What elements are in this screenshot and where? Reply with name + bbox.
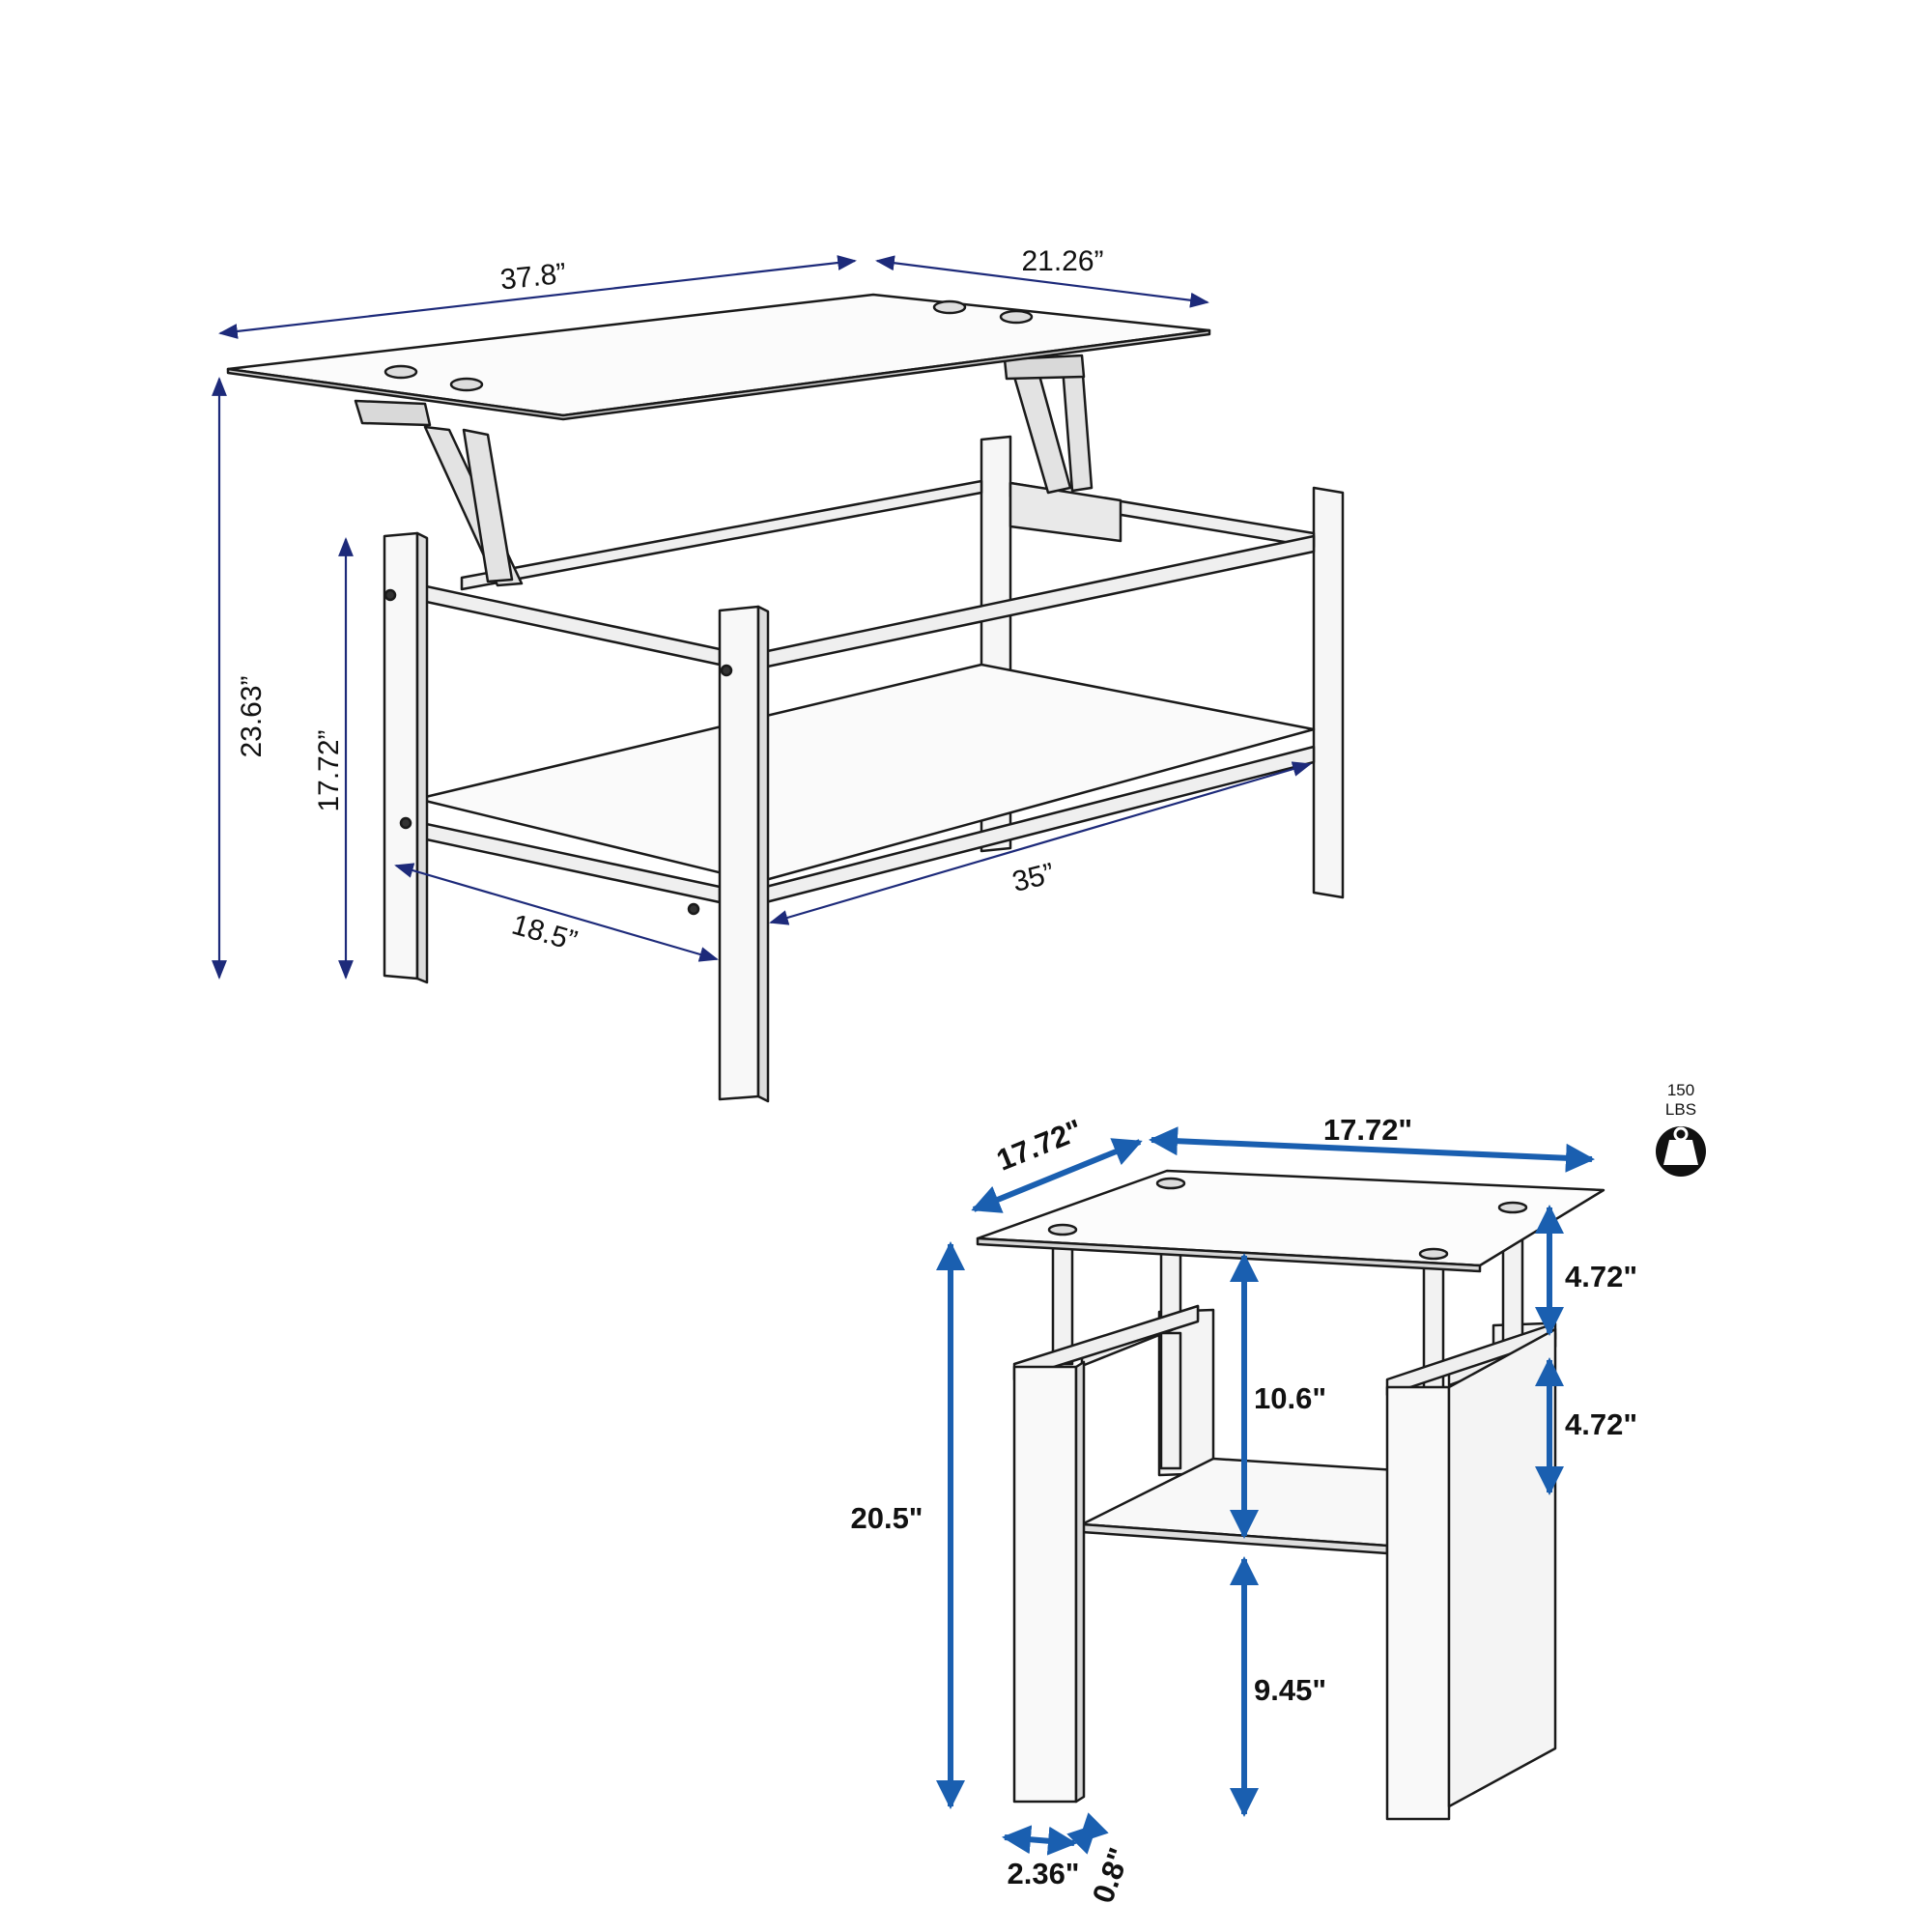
- table-top-edge: [226, 328, 1211, 421]
- end-table-top-edge: [976, 1236, 1482, 1273]
- label-top-width: 21.26”: [1021, 245, 1103, 277]
- end-post-cap: [1418, 1247, 1449, 1261]
- front-left-leg-side: [415, 531, 429, 984]
- lift-arm-left-2: [462, 428, 514, 583]
- lift-bracket-left: [354, 399, 432, 427]
- hinge-plate: [1009, 481, 1122, 543]
- label-overall-height: 23.63”: [236, 675, 268, 757]
- end-table-drawing: [976, 1169, 1605, 1821]
- weight-badge-unit: LBS: [1665, 1100, 1696, 1119]
- end-front-left-leg-side: [1074, 1360, 1086, 1804]
- label-end-width: 17.72": [1323, 1113, 1412, 1147]
- label-top-length: 37.8”: [498, 258, 567, 297]
- label-end-top-gap: 4.72": [1565, 1260, 1637, 1293]
- dim-line-top-length: [218, 255, 857, 339]
- end-front-right-leg-side: [1447, 1327, 1557, 1808]
- back-rail-upper: [460, 479, 983, 591]
- bolt: [687, 902, 700, 916]
- front-long-rail-upper: [756, 534, 1316, 670]
- dim-line-end-width: [1149, 1126, 1595, 1173]
- bolt: [399, 816, 412, 830]
- label-end-shelf-to-floor: 9.45": [1254, 1673, 1326, 1707]
- dim-line-shelf-length: [769, 761, 1312, 925]
- dim-line-end-leg-width: [1002, 1825, 1077, 1856]
- top-grommet: [384, 364, 418, 380]
- bolt: [720, 664, 733, 677]
- label-frame-height: 17.72”: [313, 729, 345, 811]
- coffee-table-dimensions: [212, 255, 1312, 980]
- front-rail-upper: [402, 580, 722, 667]
- lift-arm-right: [1012, 370, 1072, 495]
- top-grommet: [932, 299, 967, 315]
- end-post-cap: [1047, 1223, 1078, 1236]
- weight-icon: [1656, 1126, 1706, 1177]
- bolt: [384, 588, 397, 602]
- weight-badge: 150 LBS: [1656, 1081, 1706, 1177]
- end-front-left-leg: [1012, 1365, 1078, 1804]
- top-grommet: [999, 309, 1034, 325]
- label-end-top-to-shelf: 10.6": [1254, 1381, 1326, 1415]
- label-end-leg-width: 2.36": [1007, 1857, 1079, 1890]
- end-front-right-leg: [1385, 1385, 1451, 1821]
- lower-shelf: [415, 663, 1316, 884]
- coffee-table-drawing: [226, 293, 1345, 1103]
- label-end-leg-thickness: 0.8": [1086, 1843, 1137, 1907]
- end-table-dimensions: [936, 1126, 1595, 1856]
- lift-bracket-right: [1003, 354, 1086, 381]
- front-center-leg-side: [756, 605, 770, 1103]
- front-center-leg: [718, 605, 760, 1101]
- end-post-cap: [1497, 1201, 1528, 1214]
- dim-line-end-depth: [971, 1138, 1143, 1213]
- label-end-overall-height: 20.5": [850, 1501, 923, 1535]
- label-shelf-length: 35”: [1009, 858, 1058, 899]
- top-grommet: [449, 377, 484, 392]
- end-post-cap: [1155, 1177, 1186, 1190]
- dim-line-end-leg-thickness: [1066, 1812, 1109, 1855]
- end-post: [1159, 1331, 1182, 1470]
- dim-line-shelf-depth: [394, 863, 719, 962]
- back-right-leg: [1312, 486, 1345, 899]
- label-end-shelf-gap: 4.72": [1565, 1407, 1637, 1441]
- weight-badge-number: 150: [1667, 1081, 1694, 1099]
- dim-line-top-width: [875, 255, 1209, 308]
